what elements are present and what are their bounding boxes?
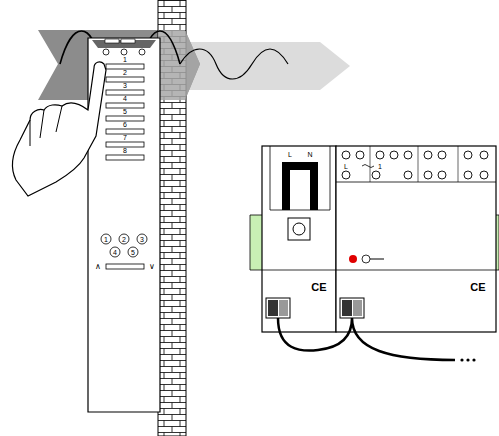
row-number: 5 <box>123 108 127 115</box>
terminal-label: 1 <box>378 163 382 170</box>
ce-mark: CE <box>311 282 326 293</box>
row-number: 4 <box>123 95 127 102</box>
sine-wave <box>180 49 288 79</box>
row-number: 3 <box>123 82 127 89</box>
up-symbol: ∧ <box>95 263 101 271</box>
terminal-label: L <box>344 163 348 170</box>
down-symbol: ∨ <box>149 263 155 271</box>
terminal-label: L <box>288 151 292 158</box>
receiver-module <box>262 146 336 332</box>
hand <box>13 62 106 196</box>
row-number: 1 <box>123 56 127 63</box>
row-number: 6 <box>123 121 127 128</box>
row-number: 7 <box>123 134 127 141</box>
row-number: 2 <box>123 69 127 76</box>
ce-mark: CE <box>470 282 485 293</box>
button-number: 3 <box>140 236 144 243</box>
button-number: 5 <box>131 249 135 256</box>
terminal-label: N <box>307 151 312 158</box>
signal-arrow <box>180 42 350 90</box>
button-number: 4 <box>113 249 117 256</box>
button-number: 2 <box>122 236 126 243</box>
bus-cable <box>278 318 455 360</box>
actuator <box>336 146 496 332</box>
row-number: 8 <box>123 147 127 154</box>
button-number: 1 <box>104 236 108 243</box>
